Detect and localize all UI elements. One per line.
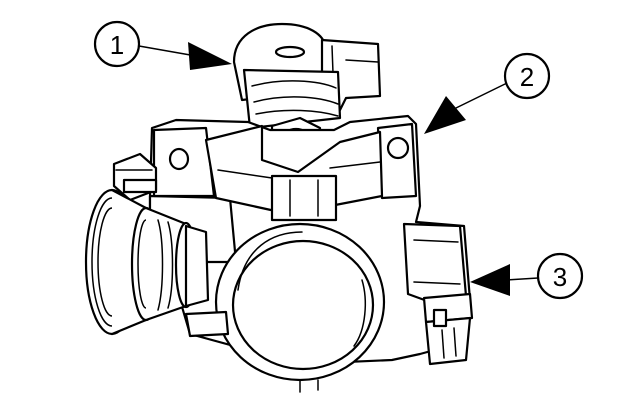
callout-1-label: 1 — [110, 30, 124, 60]
side-bolt — [112, 152, 158, 202]
callout-1-circle — [93, 20, 141, 68]
callout-3-circle — [536, 252, 584, 300]
throttle-position-sensor — [422, 292, 474, 366]
callout-3-label: 3 — [553, 262, 567, 292]
callout-3-leader — [505, 277, 539, 281]
callout-2-leader — [455, 83, 506, 109]
callout-1-arrowhead — [188, 42, 232, 70]
callout-2-arrowhead — [424, 96, 466, 134]
callout-2-label: 2 — [520, 62, 534, 92]
callout-1: 1 — [93, 20, 232, 70]
callout-3: 3 — [470, 252, 584, 300]
throttle-pulley — [84, 188, 210, 336]
throttle-bore — [184, 222, 386, 393]
callout-1-leader — [138, 45, 197, 57]
callout-2: 2 — [424, 52, 551, 134]
callout-3-arrowhead — [470, 264, 510, 296]
callout-2-circle — [503, 52, 551, 100]
